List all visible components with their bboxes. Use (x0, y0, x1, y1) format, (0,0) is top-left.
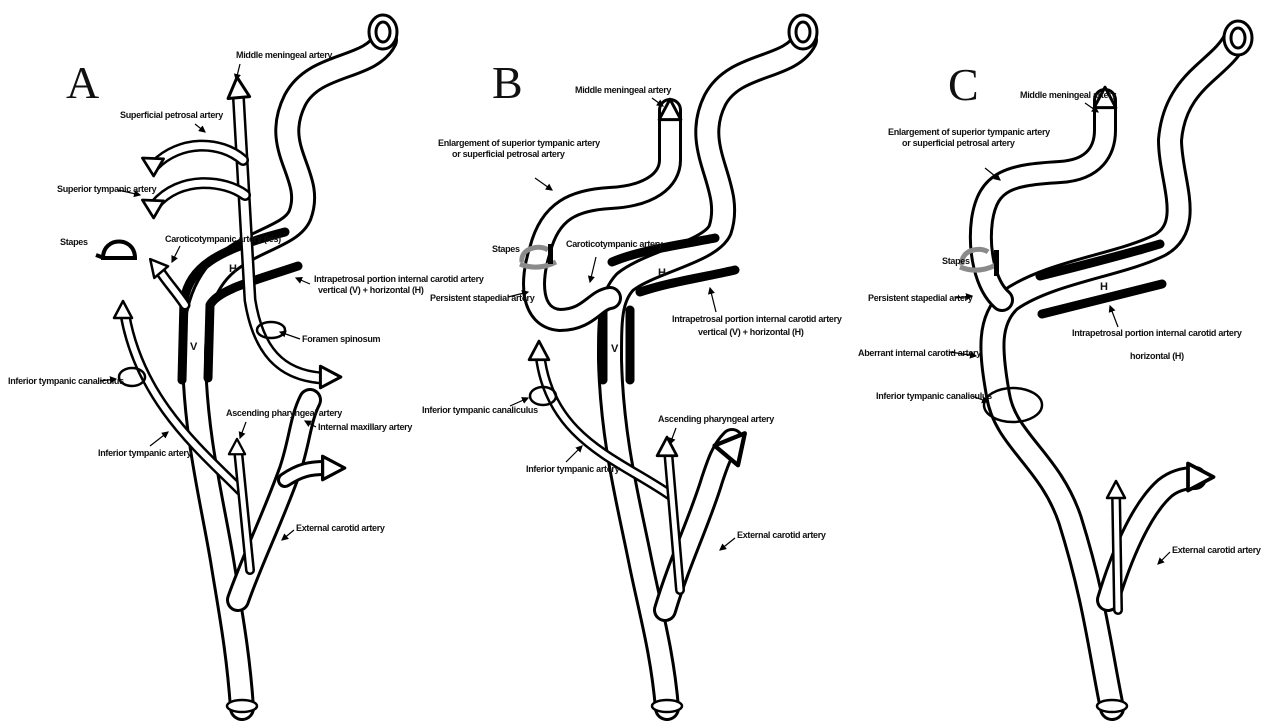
panel-c-vessels (960, 21, 1252, 712)
panel-a-label-external-carotid: External carotid artery (296, 523, 385, 533)
panel-a-seg-h: H (229, 263, 237, 275)
panel-c-label-stapes: Stapes (942, 256, 970, 266)
panel-a-label-intrapetrosal-2: vertical (V) + horizontal (H) (318, 285, 424, 295)
panel-a-label-intrapetrosal-1: Intrapetrosal portion internal carotid a… (314, 274, 484, 284)
panel-c-label-external-carotid: External carotid artery (1172, 545, 1261, 555)
panel-b-label-intrapetrosal-1: Intrapetrosal portion internal carotid a… (672, 314, 842, 324)
panel-b-label-caroticotympanic: Caroticotympanic artery (566, 239, 663, 249)
panel-a-label-middle-meningeal: Middle meningeal artery (236, 50, 332, 60)
panel-b-label-intrapetrosal-2: vertical (V) + horizontal (H) (698, 327, 804, 337)
panel-b-label-ascending-pharyngeal: Ascending pharyngeal artery (658, 414, 774, 424)
panel-a-label-superficial-petrosal: Superficial petrosal artery (120, 110, 223, 120)
panel-c-label-middle-meningeal: Middle meningeal artery (1020, 90, 1116, 100)
panel-a: A (8, 15, 484, 712)
panel-c-label-intrapetrosal-1: Intrapetrosal portion internal carotid a… (1072, 328, 1242, 338)
panel-b-label-stapes: Stapes (492, 244, 520, 254)
panel-c-label-enlargement-1: Enlargement of superior tympanic artery (888, 127, 1050, 137)
panel-b-seg-v: V (611, 343, 619, 355)
panel-a-letter: A (66, 57, 99, 108)
panel-a-label-ascending-pharyngeal: Ascending pharyngeal artery (226, 408, 342, 418)
panel-c-label-enlargement-2: or superficial petrosal artery (902, 138, 1015, 148)
panel-b-label-enlargement-2: or superficial petrosal artery (452, 149, 565, 159)
panel-b: B (422, 15, 842, 712)
panel-b-seg-h: H (658, 267, 666, 279)
panel-a-seg-v: V (190, 341, 198, 353)
panel-b-label-enlargement-1: Enlargement of superior tympanic artery (438, 138, 600, 148)
panel-a-label-superior-tympanic: Superior tympanic artery (57, 184, 157, 194)
panel-a-label-stapes: Stapes (60, 237, 88, 247)
panel-c-label-aberrant-ica: Aberrant internal carotid artery (858, 348, 981, 358)
panel-c: C H Middle meningeal artery (858, 21, 1261, 712)
panel-b-label-inferior-tympanic-artery: Inferior tympanic artery (526, 464, 620, 474)
panel-b-label-inferior-tympanic-canaliculus: Inferior tympanic canaliculus (422, 405, 538, 415)
panel-a-label-inferior-tympanic-artery: Inferior tympanic artery (98, 448, 192, 458)
panel-c-seg-h: H (1100, 281, 1108, 293)
panel-c-label-intrapetrosal-2: horizontal (H) (1130, 351, 1184, 361)
panel-a-label-caroticotympanic: Caroticotympanic artery (ies) (165, 234, 281, 244)
panel-c-label-inferior-tympanic-canaliculus: Inferior tympanic canaliculus (876, 391, 992, 401)
panel-b-label-external-carotid: External carotid artery (737, 530, 826, 540)
panel-a-label-inferior-tympanic-canaliculus: Inferior tympanic canaliculus (8, 376, 124, 386)
panel-a-label-internal-maxillary: Internal maxillary artery (318, 422, 412, 432)
panel-b-label-middle-meningeal: Middle meningeal artery (575, 85, 671, 95)
panel-b-vessels (520, 15, 817, 712)
panel-b-letter: B (492, 57, 523, 108)
panel-c-letter: C (948, 59, 979, 110)
panel-a-label-foramen-spinosum: Foramen spinosum (302, 334, 381, 344)
